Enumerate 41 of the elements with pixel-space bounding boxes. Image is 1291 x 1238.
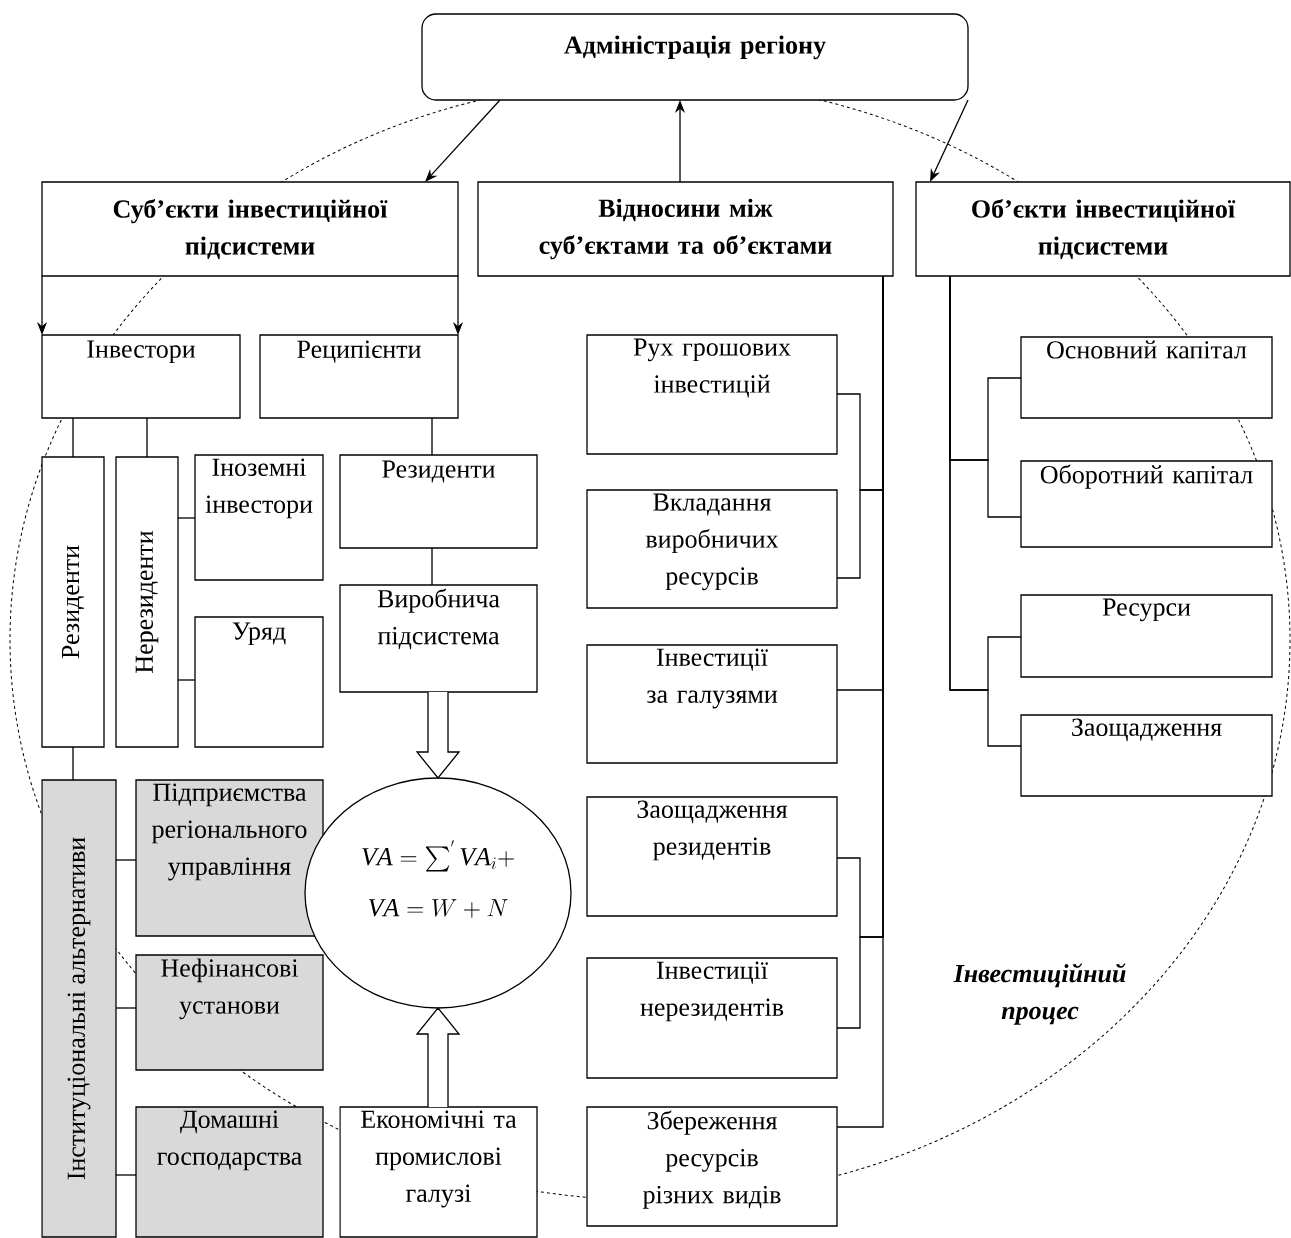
vertical-box: Нерезиденти (115, 456, 179, 748)
box: Збереження ресурсів різних видів (586, 1106, 838, 1227)
box: Відносини між суб’єктами та об’єктами (477, 181, 894, 277)
box: Оборотний капітал (1020, 460, 1273, 548)
connector-line (431, 417, 433, 456)
box: Реципієнти (259, 334, 459, 419)
box: Ресурси (1020, 594, 1273, 678)
box: Інвестори (41, 334, 241, 419)
box: Основний капітал (1020, 336, 1273, 419)
vertical-box: Резиденти (41, 456, 105, 748)
connector-line (146, 417, 148, 458)
box: Заощадження резидентів (586, 796, 838, 917)
box: Інвестиції за галузями (586, 644, 838, 764)
box: Інвестиції нерезидентів (586, 957, 838, 1079)
connector-line (72, 746, 74, 781)
box: Вкладання виробничих ресурсів (586, 489, 838, 609)
box: Об’єкти інвестиційної підсистеми (915, 181, 1291, 277)
box: Уряд (194, 616, 324, 748)
annotation-text: Інвестиційний процес (953, 963, 1126, 1025)
block-arrow (415, 691, 461, 780)
box: Резиденти (339, 454, 538, 549)
box: Економічні та промислові галузі (339, 1106, 538, 1238)
box: Виробнича підсистема (339, 584, 538, 693)
connector-line (431, 547, 433, 586)
shaded-box: Нефінансові установи (135, 954, 324, 1071)
connector-line (72, 417, 74, 458)
rounded-box: Адміністрація регіону (421, 13, 969, 101)
connector-line (177, 517, 196, 519)
connector-line (115, 1174, 137, 1176)
box: Іноземні інвестори (194, 454, 324, 581)
shaded-box: Підприємства регіонального управління (135, 779, 324, 937)
box: Рух грошових інвестицій (586, 334, 838, 455)
box: Заощадження (1020, 714, 1273, 797)
shaded-box: Домашні господарства (135, 1106, 324, 1238)
connector-line (177, 679, 196, 681)
box: Суб’єкти інвестиційної підсистеми (41, 181, 459, 277)
connector-line (115, 1007, 137, 1009)
block-arrow (415, 1006, 461, 1108)
arrow (425, 99, 501, 182)
connector-line (115, 859, 137, 861)
shaded-vertical-box: Інституціональні альтернативи (41, 779, 117, 1238)
